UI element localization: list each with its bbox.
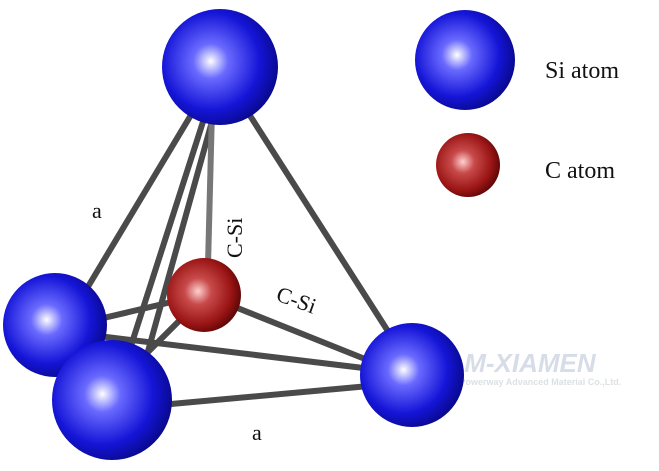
edge-label-a-bottom: a (252, 420, 262, 445)
legend-si-label: Si atom (545, 58, 619, 84)
bond-c-right (227, 302, 383, 368)
bond-top-c (205, 107, 215, 268)
si-atom-right (360, 323, 464, 427)
bond-front-right (157, 382, 383, 408)
si-atom-front (52, 340, 172, 460)
bond-left-right (87, 332, 383, 373)
bond-top-front-a (117, 97, 213, 383)
bond-top-front-b (137, 97, 221, 383)
bond-label-vertical: C-Si (222, 218, 247, 258)
bond-left-c (92, 297, 183, 323)
c-atom-center (167, 258, 241, 332)
watermark-company: Xiamen Powerway Advanced Material Co.,Lt… (425, 377, 621, 387)
edge-label-a-left: a (92, 198, 102, 223)
legend-c-atom-icon (436, 133, 500, 197)
si-atom-top (162, 9, 278, 125)
legend-si-atom-icon (415, 10, 515, 110)
bond-label-right: C-Si (273, 281, 319, 318)
legend-c-label: C atom (545, 158, 615, 184)
bond-top-left (77, 97, 203, 303)
bond-top-right (237, 97, 403, 353)
